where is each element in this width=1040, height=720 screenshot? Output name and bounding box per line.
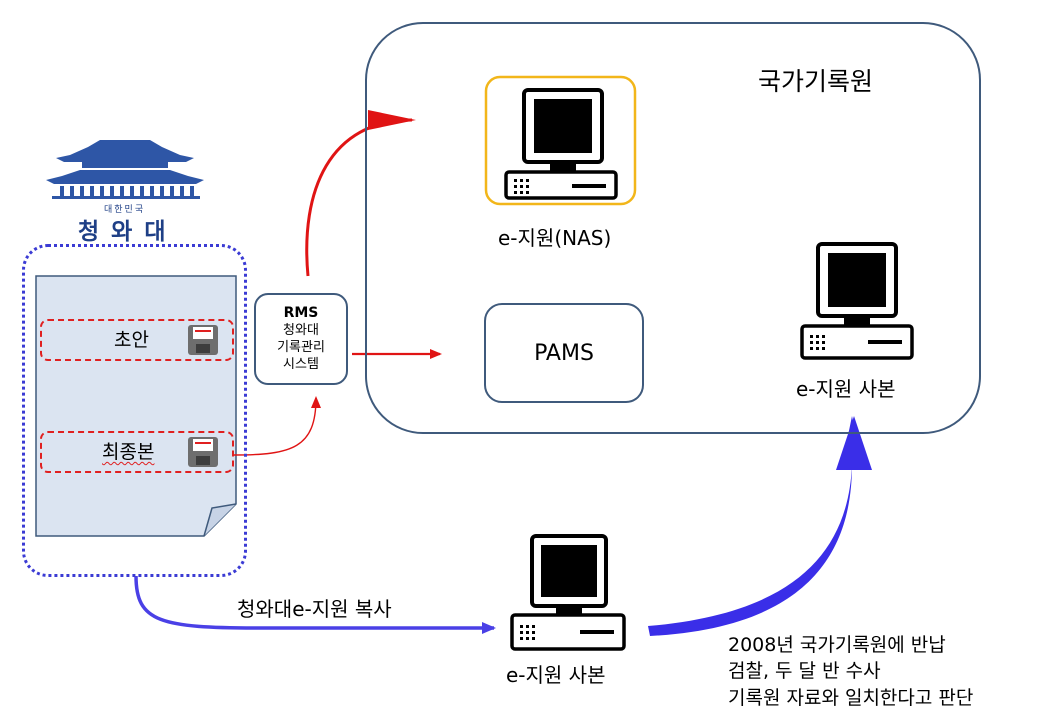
cheongwadae-building-icon <box>46 140 204 199</box>
pams-box: PAMS <box>484 303 644 403</box>
note-line: 검찰, 두 달 반 수사 <box>728 660 881 682</box>
rms-line: 기록관리 <box>277 340 325 355</box>
computer-archive-copy-icon <box>800 242 914 360</box>
arrow-rms-to-nas <box>305 110 416 277</box>
note-line: 2008년 국가기록원에 반납 <box>728 634 946 656</box>
floppy-disk-icon <box>188 437 218 467</box>
computer-seized-copy-icon <box>510 534 626 651</box>
nas-highlight-frame <box>484 75 637 206</box>
cheongwadae-frame <box>22 244 247 577</box>
arrow-return-head <box>836 416 872 470</box>
national-archives-container <box>365 22 981 434</box>
floppy-disk-icon <box>188 325 218 355</box>
final-slot <box>40 431 234 473</box>
arrow-final-to-rms <box>233 396 321 456</box>
rms-title: RMS <box>283 305 319 321</box>
rms-system-box: RMS 청와대 기록관리 시스템 <box>254 293 348 385</box>
draft-slot <box>40 319 234 361</box>
seized-copy-label: e-지원 사본 <box>506 663 606 687</box>
logo-title: 청 와 대 <box>78 218 168 245</box>
arrow-return-to-archive <box>648 416 862 636</box>
arrow-copy-to-eji <box>134 575 496 634</box>
pams-label: PAMS <box>534 340 594 366</box>
archive-copy-label: e-지원 사본 <box>796 377 896 401</box>
rms-line: 청와대 <box>283 323 319 338</box>
nas-computer-label: e-지원(NAS) <box>498 226 612 250</box>
national-archives-title: 국가기록원 <box>758 67 874 96</box>
copy-edge-label: 청와대e-지원 복사 <box>237 597 392 621</box>
rms-line: 시스템 <box>283 357 319 372</box>
draft-label: 초안 <box>114 329 149 351</box>
note-line: 기록원 자료와 일치한다고 판단 <box>728 687 974 709</box>
logo-subtitle: 대한민국 <box>104 205 146 215</box>
final-label: 최종본 <box>102 441 155 463</box>
computer-nas-icon <box>504 88 618 200</box>
